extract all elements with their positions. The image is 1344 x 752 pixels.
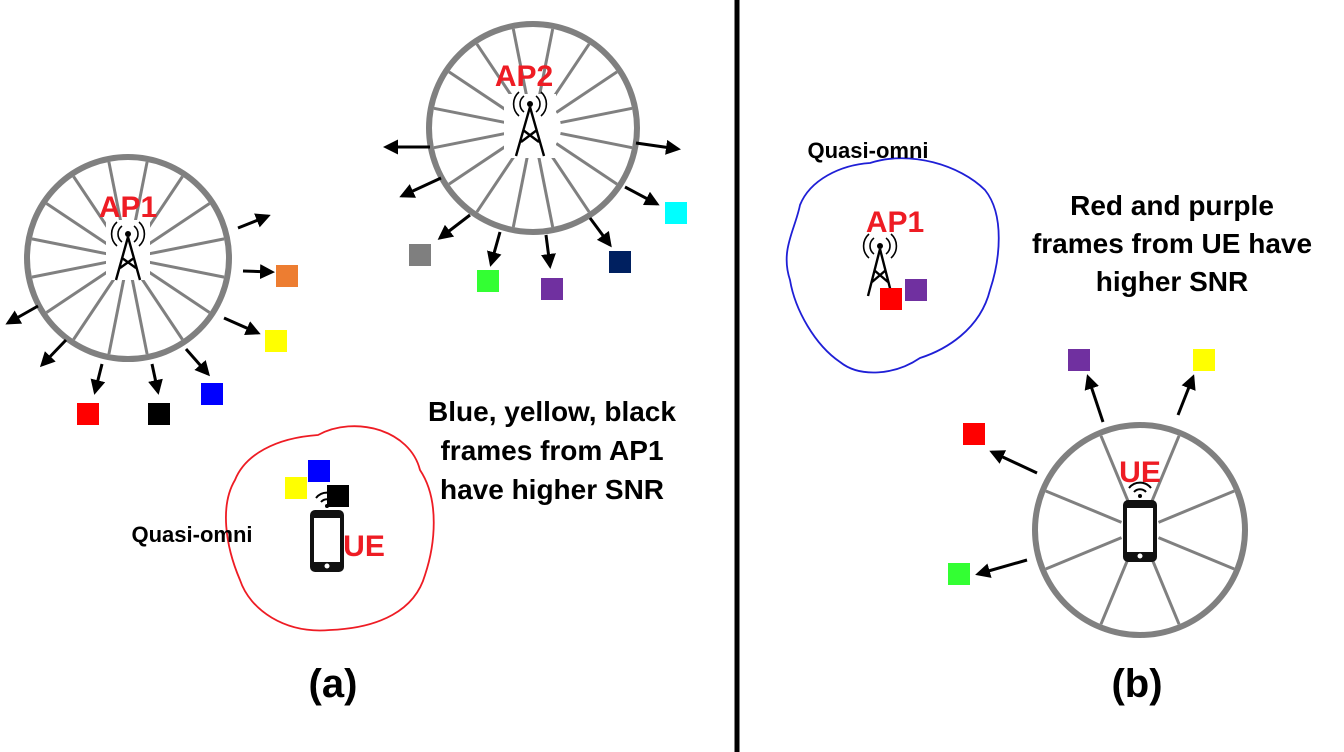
ue-phone-icon-b: [1123, 481, 1157, 562]
ap1-label: AP1: [99, 191, 157, 224]
frame-yellow-b: [1193, 349, 1215, 371]
ue-label: UE: [343, 530, 385, 563]
wheel-spoke: [107, 279, 126, 355]
wheel-spoke: [31, 260, 107, 279]
wheel-spoke: [555, 70, 618, 114]
wheel-spoke: [149, 237, 225, 256]
wheel-spoke: [145, 202, 211, 248]
panel-a-label: (a): [309, 662, 358, 706]
wheel-spoke: [560, 106, 633, 125]
wheel-spoke: [130, 279, 149, 355]
wheel-spoke: [555, 142, 618, 186]
wheel-spoke: [433, 131, 506, 150]
wheel-spoke: [45, 268, 111, 314]
wheel-spoke: [475, 150, 519, 213]
wheel-spoke: [149, 260, 225, 279]
frame-yellow-received: [285, 477, 307, 499]
ue-quasi-omni-pattern: [225, 425, 435, 632]
caption-a-line-3: have higher SNR: [440, 474, 664, 505]
frame-yellow: [265, 330, 287, 352]
ap1-tower-icon-b: [862, 233, 898, 297]
wheel-spoke: [536, 155, 555, 228]
ap2-label: AP2: [495, 60, 553, 93]
frame-red: [77, 403, 99, 425]
caption-b-line-3: higher SNR: [1096, 266, 1248, 297]
wheel-spoke: [1045, 536, 1123, 571]
beam-arrows: [5, 139, 1196, 578]
wheel-spoke: [31, 237, 107, 256]
wheel-spoke: [560, 131, 633, 150]
frame-navy: [609, 251, 631, 273]
panel-b-label: (b): [1111, 662, 1162, 706]
wheel-spoke: [511, 28, 530, 101]
ue-label-b: UE: [1119, 456, 1161, 489]
frame-gray: [409, 244, 431, 266]
frame-cyan: [665, 202, 687, 224]
wheel-spoke: [1146, 435, 1181, 513]
wheel-spoke: [547, 150, 591, 213]
ue-pattern-label: Quasi-omni: [131, 522, 252, 547]
wheel-spoke: [433, 106, 506, 125]
wheel-spoke: [1099, 435, 1134, 513]
wheel-spoke: [1045, 489, 1123, 524]
ap1-tower-icon: [106, 220, 150, 281]
wheel-spoke: [145, 268, 211, 314]
caption-a-line-2: frames from AP1: [440, 435, 663, 466]
frame-green: [477, 270, 499, 292]
wheel-spoke: [448, 142, 511, 186]
frame-purple-b: [1068, 349, 1090, 371]
frame-blue: [201, 383, 223, 405]
frame-blue-received: [308, 460, 330, 482]
frame-purple: [541, 278, 563, 300]
wheel-spoke: [72, 275, 118, 341]
ap1-pattern-label-b: Quasi-omni: [807, 138, 928, 163]
caption-b-line-2: frames from UE have: [1032, 228, 1312, 259]
caption-a-line-1: Blue, yellow, black: [428, 396, 676, 427]
ap2-tower-icon: [504, 91, 556, 158]
wheel-spoke: [448, 70, 511, 114]
ue-phone-icon: [310, 491, 344, 572]
wheel-spoke: [45, 202, 111, 248]
frame-red-received: [880, 288, 902, 310]
frame-black: [148, 403, 170, 425]
wheel-spoke: [138, 275, 184, 341]
frame-red-b: [963, 423, 985, 445]
wheel-spoke: [536, 28, 555, 101]
caption-b-line-1: Red and purple: [1070, 190, 1274, 221]
frame-black-received: [327, 485, 349, 507]
frames: [77, 202, 1215, 585]
wheel-spoke: [1157, 536, 1235, 571]
wheel-spoke: [1157, 489, 1235, 524]
ap1-label-b: AP1: [866, 206, 924, 239]
frame-purple-received: [905, 279, 927, 301]
wheel-spoke: [511, 155, 530, 228]
frame-green-b: [948, 563, 970, 585]
ap1-quasi-omni-pattern: [785, 157, 1000, 374]
frame-orange: [276, 265, 298, 287]
